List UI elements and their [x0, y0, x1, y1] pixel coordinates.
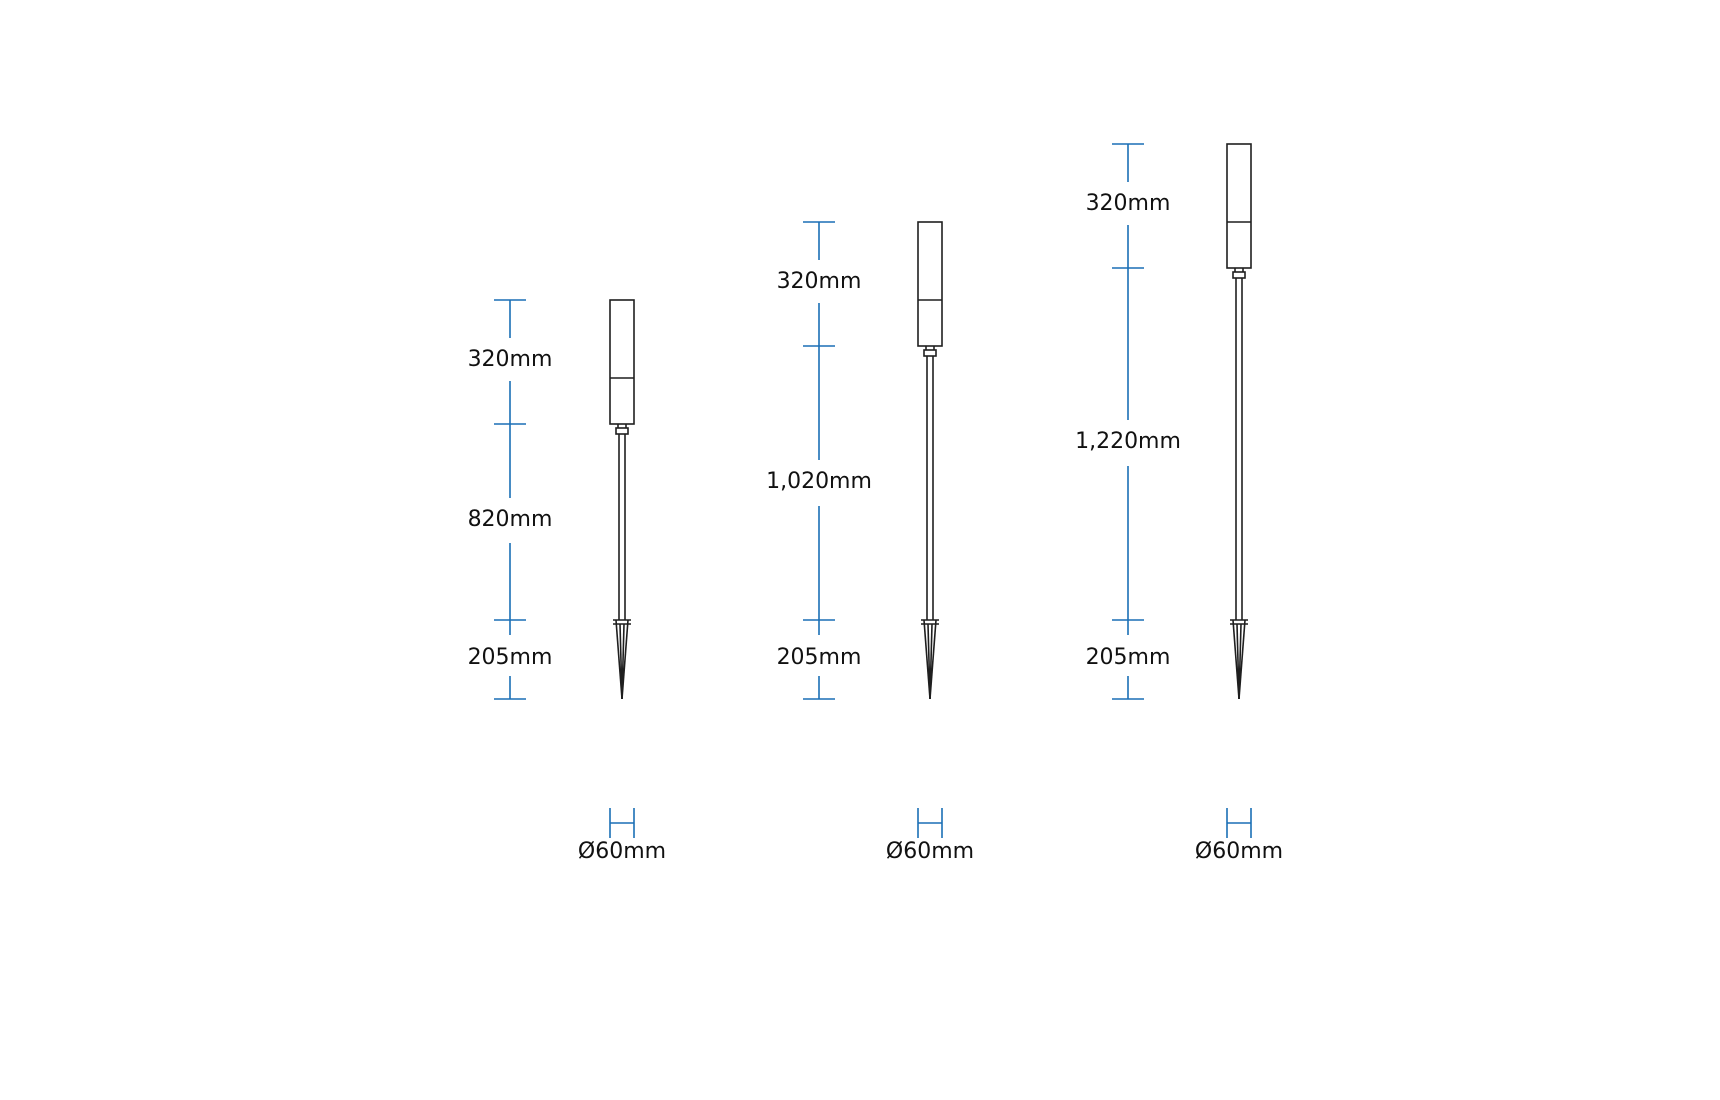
fixture-group-3: 320mm 1,220mm 205mm Ø60mm — [1075, 143, 1283, 864]
bollard-fixture-1 — [609, 299, 635, 700]
fixture-group-2: 320mm 1,020mm 205mm Ø60mm — [766, 221, 974, 864]
bollard-fixture-3 — [1226, 143, 1252, 700]
bollard-fixture-2 — [917, 221, 943, 700]
diameter-label: Ø60mm — [578, 839, 666, 864]
diameter-label: Ø60mm — [1195, 839, 1283, 864]
pole-height-label: 1,220mm — [1075, 429, 1181, 454]
pole-height-label: 1,020mm — [766, 469, 872, 494]
spike-length-label: 205mm — [1086, 645, 1171, 670]
height-dimension-3 — [1112, 143, 1144, 700]
diameter-label: Ø60mm — [886, 839, 974, 864]
head-height-label: 320mm — [777, 269, 862, 294]
head-height-label: 320mm — [1086, 191, 1171, 216]
spike-length-label: 205mm — [468, 645, 553, 670]
fixture-group-1: 320mm 820mm 205mm Ø60mm — [468, 299, 666, 864]
head-height-label: 320mm — [468, 347, 553, 372]
spike-length-label: 205mm — [777, 645, 862, 670]
diameter-dimension-2 — [917, 808, 943, 838]
diameter-dimension-1 — [609, 808, 635, 838]
height-dimension-1 — [494, 299, 526, 700]
height-dimension-2 — [803, 221, 835, 700]
pole-height-label: 820mm — [468, 507, 553, 532]
diameter-dimension-3 — [1226, 808, 1252, 838]
